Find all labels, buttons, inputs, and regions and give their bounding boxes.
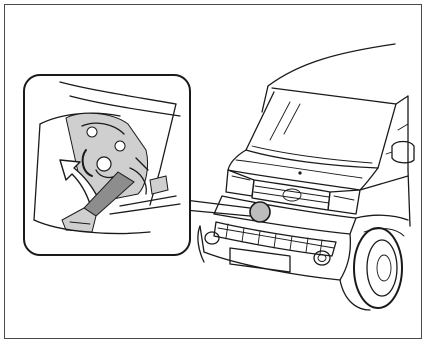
- callout-panel: [24, 75, 190, 255]
- highlight-marker: [185, 200, 270, 222]
- vehicle-drawing: [198, 44, 414, 310]
